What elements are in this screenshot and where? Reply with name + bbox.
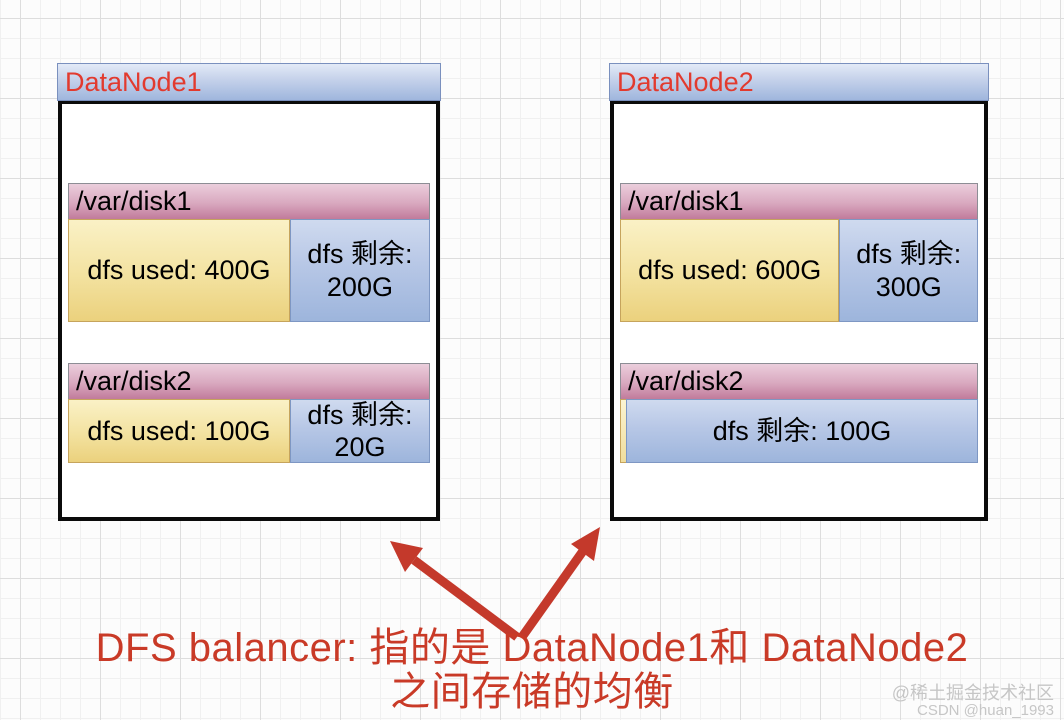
arrow-left-head-icon (390, 541, 423, 572)
watermark: @稀土掘金技术社区 CSDN @huan_1993 (892, 684, 1054, 719)
datanode1-disk2-row: dfs used: 100G dfs 剩余: 20G (68, 399, 430, 463)
datanode2-disk1-free-cell: dfs 剩余: 300G (839, 219, 978, 322)
datanode1-title: DataNode1 (57, 63, 441, 101)
datanode1-disk1-row: dfs used: 400G dfs 剩余: 200G (68, 219, 430, 322)
datanode1-box: /var/disk1 dfs used: 400G dfs 剩余: 200G /… (57, 63, 441, 521)
datanode1-disk1-used-cell: dfs used: 400G (68, 219, 290, 322)
datanode2-disk1-path: /var/disk1 (620, 183, 978, 219)
watermark-line1: @稀土掘金技术社区 (891, 683, 1054, 704)
annotation-line2: 之间存储的均衡 (390, 670, 674, 714)
datanode1-disk2-section: /var/disk2 dfs used: 100G dfs 剩余: 20G (68, 363, 430, 463)
datanode2-disk2-row: dfs 剩余: 100G (620, 399, 978, 463)
datanode2-disk2-path: /var/disk2 (620, 363, 978, 399)
datanode1-disk2-used-cell: dfs used: 100G (68, 399, 290, 463)
arrow-right-head-icon (571, 527, 600, 561)
datanode2-body: /var/disk1 dfs used: 600G dfs 剩余: 300G /… (610, 100, 988, 521)
datanode2-disk2-section: /var/disk2 dfs 剩余: 100G (620, 363, 978, 463)
watermark-line2: CSDN @huan_1993 (917, 702, 1054, 720)
datanode1-disk1-section: /var/disk1 dfs used: 400G dfs 剩余: 200G (68, 183, 430, 322)
datanode1-disk2-path: /var/disk2 (68, 363, 430, 399)
datanode2-disk1-section: /var/disk1 dfs used: 600G dfs 剩余: 300G (620, 183, 978, 322)
datanode1-disk1-free-cell: dfs 剩余: 200G (289, 219, 430, 322)
datanode2-disk1-row: dfs used: 600G dfs 剩余: 300G (620, 219, 978, 322)
datanode2-title: DataNode2 (609, 63, 989, 101)
datanode2-disk2-used-sliver (620, 399, 626, 463)
annotation-line1: DFS balancer: 指的是 DataNode1和 DataNode2 (95, 626, 969, 670)
balancer-annotation: DFS balancer: 指的是 DataNode1和 DataNode2 之… (0, 626, 1064, 714)
datanode1-disk2-free-cell: dfs 剩余: 20G (289, 399, 430, 463)
datanode2-disk1-used-cell: dfs used: 600G (620, 219, 840, 322)
arrow-right-shaft (518, 548, 587, 640)
datanode2-box: /var/disk1 dfs used: 600G dfs 剩余: 300G /… (609, 63, 989, 521)
datanode2-disk2-free-cell: dfs 剩余: 100G (626, 399, 978, 463)
datanode1-body: /var/disk1 dfs used: 400G dfs 剩余: 200G /… (58, 100, 440, 521)
datanode1-disk1-path: /var/disk1 (68, 183, 430, 219)
